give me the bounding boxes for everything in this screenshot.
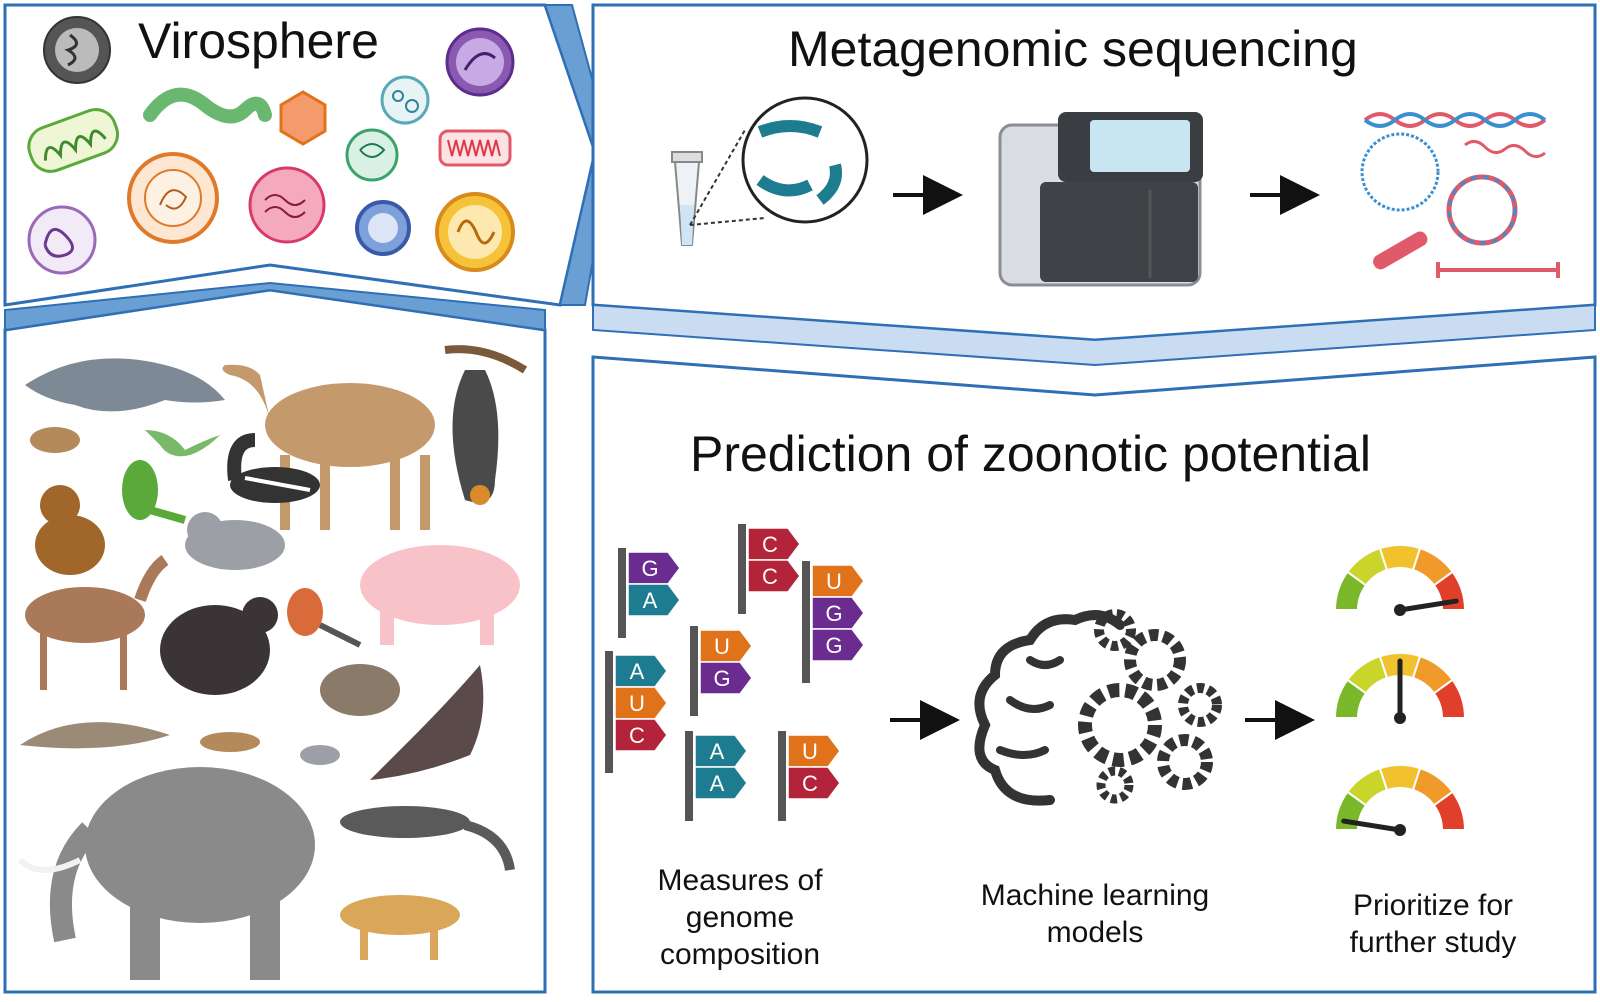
gauge-needle (1397, 598, 1459, 613)
bat-flying-icon (370, 665, 484, 780)
genome-flag: UG (690, 626, 753, 716)
virus-icon (27, 108, 120, 173)
base-letter: A (630, 659, 645, 684)
base-flag (614, 718, 668, 752)
base-letter: U (714, 634, 730, 659)
virus-icon (355, 200, 411, 256)
sequencer-icon (998, 112, 1203, 287)
dolphin-icon (25, 358, 225, 412)
gauge-icon (1333, 652, 1467, 724)
base-letter: A (643, 588, 658, 613)
bat-icon (444, 345, 528, 505)
sequencing-title: Metagenomic sequencing (788, 21, 1358, 77)
pig-icon (360, 545, 520, 645)
mongoose-icon (200, 732, 260, 752)
base-letter: U (629, 691, 645, 716)
virus-icon (127, 152, 219, 244)
virus-icon (27, 205, 97, 275)
base-flag (787, 766, 841, 800)
base-letter: C (762, 532, 778, 557)
genome-flag: CC (738, 524, 801, 614)
pangolin-icon (20, 722, 170, 749)
prioritize-caption: Prioritize for further study (1349, 889, 1517, 959)
genome-composition-caption: Measures of genome composition (657, 864, 823, 971)
base-flag (614, 686, 668, 720)
genome-flag: GA (618, 548, 681, 638)
dna-zoom-icon (689, 96, 869, 226)
base-flag (699, 661, 753, 695)
base-flag (787, 734, 841, 768)
virus-icon (438, 129, 512, 167)
chimpanzee-icon (160, 597, 278, 695)
base-flag (811, 596, 865, 630)
hummingbird-icon (145, 430, 220, 457)
genome-flag: AA (685, 731, 748, 821)
koala-icon (185, 512, 285, 570)
prediction-frame (591, 355, 1597, 994)
virus-icon (43, 16, 111, 84)
antelope-icon (25, 555, 169, 690)
genome-flag: UGG (802, 561, 865, 683)
base-flag (699, 629, 753, 663)
civet-icon (340, 806, 515, 871)
base-flag (627, 551, 681, 585)
base-letter: A (710, 739, 725, 764)
virus-icon (143, 87, 272, 124)
base-flag (694, 734, 748, 768)
base-flag (614, 654, 668, 688)
brain-gears-icon (974, 609, 1222, 806)
gauge-needle (1341, 818, 1403, 833)
base-letter: G (825, 633, 842, 658)
virus-icon (380, 75, 430, 125)
virus-icon (248, 166, 326, 244)
prediction-title: Prediction of zoonotic potential (690, 426, 1371, 482)
elephant-icon (17, 767, 315, 980)
base-letter: A (710, 771, 725, 796)
base-flag (811, 628, 865, 662)
monkey-icon (35, 485, 105, 575)
skunk-icon (227, 433, 320, 503)
gauges (1333, 544, 1467, 836)
base-letter: C (802, 771, 818, 796)
base-flag (747, 527, 801, 561)
robin-icon (287, 588, 362, 648)
base-flag (694, 766, 748, 800)
mouse-icon (300, 745, 340, 765)
machine-learning-caption: Machine learning models (980, 879, 1210, 949)
ocelot-icon (340, 895, 460, 960)
base-letter: C (629, 723, 645, 748)
base-letter: U (802, 739, 818, 764)
base-flag (747, 559, 801, 593)
base-letter: G (641, 556, 658, 581)
virus-icon (279, 90, 327, 146)
base-flag (627, 583, 681, 617)
parrot-icon (122, 460, 187, 524)
base-letter: C (762, 564, 778, 589)
gauge-icon (1333, 764, 1467, 836)
genome-flag: AUC (605, 651, 668, 773)
genome-flag: UC (778, 731, 841, 821)
hedgehog-icon (320, 664, 400, 716)
rodent-icon (30, 427, 80, 453)
base-flag (811, 564, 865, 598)
gauge-icon (1333, 544, 1467, 616)
virus-icon (345, 128, 399, 182)
base-letter: G (713, 666, 730, 691)
virus-icon (435, 192, 515, 272)
base-letter: G (825, 601, 842, 626)
base-letter: U (826, 569, 842, 594)
dna-fragments-icon (1360, 112, 1560, 278)
virosphere-title: Virosphere (138, 13, 379, 69)
virus-icon (445, 27, 515, 97)
